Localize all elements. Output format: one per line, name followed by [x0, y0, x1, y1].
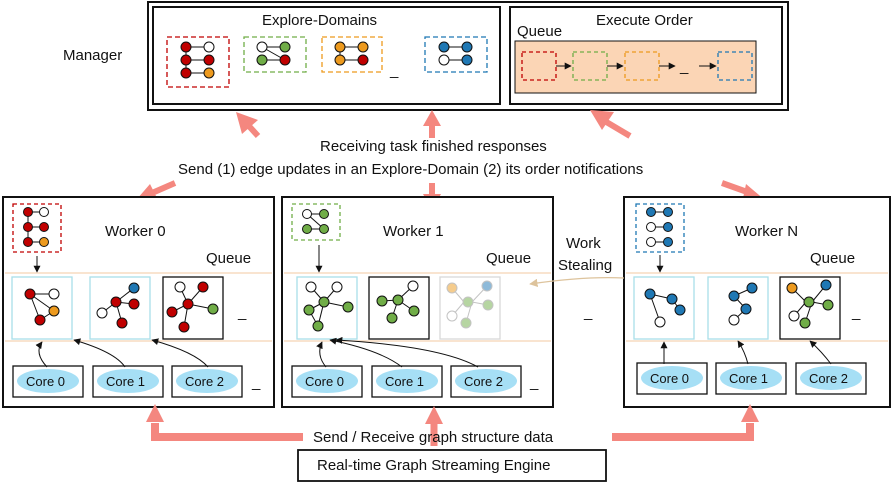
worker-0-task-0-graph [24, 288, 60, 326]
work-stealing-line-1: Work [566, 235, 601, 252]
execute-queue-ellipsis: _ [680, 58, 689, 75]
worker-n-domain [635, 203, 685, 253]
engine-label: Real-time Graph Streaming Engine [317, 457, 551, 474]
worker-n-core-0-label: Core 0 [650, 371, 690, 386]
worker-0-domain [12, 203, 62, 253]
queue-slot-green [572, 51, 608, 81]
worker-0-core-0-ellipse [17, 369, 79, 393]
worker-0-task-ellipsis: _ [238, 304, 247, 321]
worker-n-queue-label: Queue [810, 250, 856, 267]
worker-1-domain-graph [302, 209, 329, 234]
queue-slot-red [521, 51, 557, 81]
worker-n-core-0-ellipse [641, 366, 703, 390]
worker-1-core-2-ellipse [455, 369, 517, 393]
worker-1-core-2-label: Core 2 [464, 374, 504, 389]
domain-orange-graph [334, 41, 369, 66]
worker-n-title: Worker N [735, 223, 799, 240]
workers-between-ellipsis: _ [584, 304, 593, 321]
domain-blue [424, 36, 488, 73]
worker-n-task-1 [707, 276, 769, 340]
worker-0-core-2-label: Core 2 [185, 374, 225, 389]
send-message: Send (1) edge updates in an Explore-Doma… [178, 161, 644, 178]
worker-0-core-1-label: Core 1 [106, 374, 146, 389]
worker-0-queue-label: Queue [206, 250, 252, 267]
worker-1-domain [291, 203, 341, 241]
worker-1-task-2-graph [446, 280, 494, 329]
worker-1-title: Worker 1 [383, 223, 444, 240]
worker-1-core-0-ellipse [296, 369, 358, 393]
worker-0-core-0-label: Core 0 [26, 374, 66, 389]
queue-slot-orange [624, 51, 660, 81]
domain-green-graph [256, 41, 291, 66]
worker-n-task-ellipsis: _ [852, 304, 861, 321]
worker-0-task-1-graph [96, 282, 140, 329]
worker-1-core-1-ellipse [376, 369, 438, 393]
worker-1-task-1-graph [376, 280, 420, 324]
worker-0-domain-graph [23, 207, 49, 247]
message-arrows [137, 110, 765, 210]
worker-1-core-ellipsis: _ [530, 374, 539, 391]
domain-orange [321, 36, 383, 73]
domain-blue-graph [438, 41, 473, 66]
worker-1-task-1 [368, 276, 430, 340]
worker-1-queue-label: Queue [486, 250, 532, 267]
domain-red-graph [180, 41, 215, 79]
worker-0-title: Worker 0 [105, 223, 166, 240]
work-stealing-arrow [529, 277, 625, 288]
worker-1-task-0-graph [303, 281, 354, 332]
explore-domains-title: Explore-Domains [262, 12, 378, 29]
execute-queue [514, 40, 757, 94]
worker-n-task-1-graph [728, 282, 758, 326]
worker-0-task-2-graph [166, 281, 219, 333]
execute-order-title: Execute Order [596, 12, 693, 29]
receiving-message: Receiving task finished responses [320, 138, 547, 155]
worker-n-domain-graph [646, 207, 673, 247]
engine-box [297, 449, 607, 482]
worker-n-core-1-ellipse [720, 366, 782, 390]
queue-slot-blue [717, 51, 753, 81]
worker-n-task-0-graph [644, 288, 686, 328]
worker-n-core-1-label: Core 1 [729, 371, 769, 386]
worker-n-task-2-graph [786, 279, 834, 329]
worker-1-core-0-label: Core 0 [305, 374, 345, 389]
worker-0-core-ellipsis: _ [252, 374, 261, 391]
explore-domains-ellipsis: _ [390, 62, 399, 79]
worker-0-core-2-ellipse [176, 369, 238, 393]
worker-0-core-1-ellipse [97, 369, 159, 393]
domain-green [243, 36, 307, 73]
worker-1-core-1-label: Core 1 [385, 374, 425, 389]
engine-data-label: Send / Receive graph structure data [313, 429, 554, 446]
engine-pink-arrows [146, 404, 759, 446]
work-stealing-line-2: Stealing [558, 257, 613, 274]
manager-label: Manager [63, 47, 123, 64]
execute-queue-label: Queue [517, 23, 563, 40]
worker-0-task-1 [89, 276, 151, 340]
worker-n-core-2-label: Core 2 [809, 371, 849, 386]
worker-0-task-0 [11, 276, 73, 340]
worker-n-core-2-ellipse [800, 366, 862, 390]
